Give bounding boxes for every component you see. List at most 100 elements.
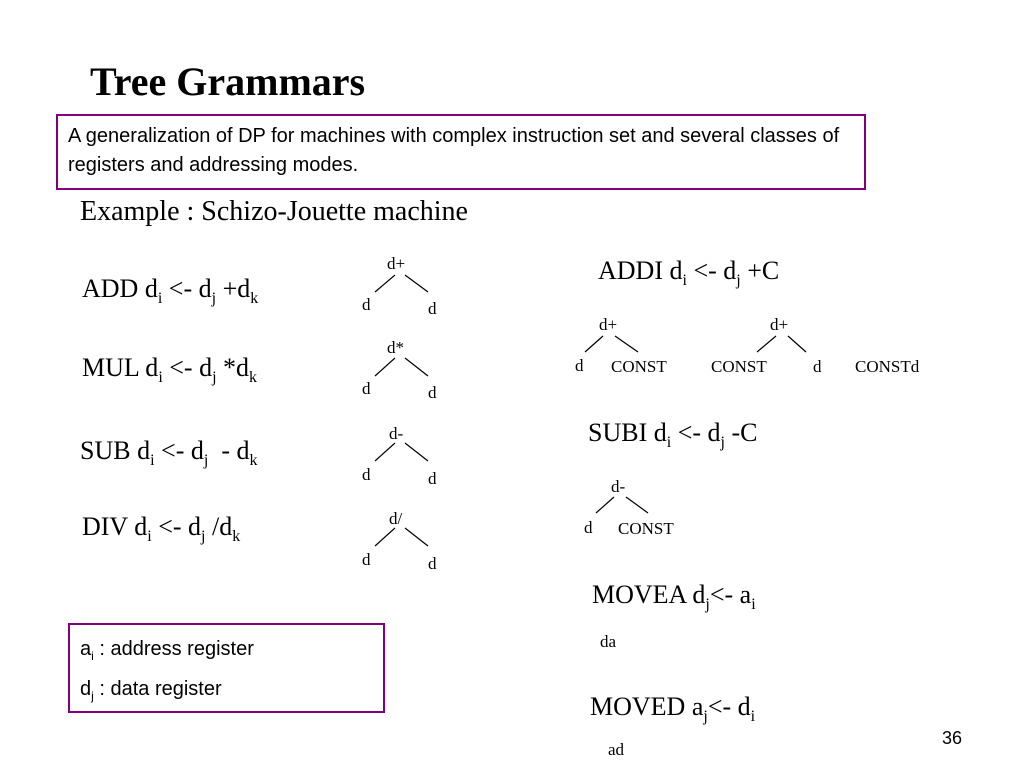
tree-sub-right: d [428,469,437,488]
instr-moved-op: MOVED a [590,692,704,721]
instr-mul-sub-k: k [249,369,258,387]
tree-addi1-right: CONST [611,357,667,376]
instr-add-sub-k: k [250,290,259,308]
tree-edge [595,496,615,514]
instr-mul-arrow: <- d [162,353,213,382]
instr-subi-arrow: <- d [671,418,721,447]
example-heading: Example : Schizo-Jouette machine [80,196,468,227]
tree-div-right: d [428,554,437,573]
instr-sub-sub-j: j [203,452,209,470]
tree-div-left: d [362,550,371,569]
instr-addi-sub-j: j [736,272,741,290]
tree-movea: da [600,632,617,651]
instr-mul-op: MUL d [82,353,159,382]
tree-edge [374,442,396,462]
tree-subi-left: d [584,518,593,537]
tree-addi2-left: CONST [711,357,767,376]
tree-edge [756,335,777,353]
tree-addi1-left: d [575,356,584,375]
tree-subi-root: d- [611,477,626,496]
instr-subi-sub-i: i [666,434,672,452]
tree-mul-left: d [362,379,371,398]
instr-sub-rest: - d [208,436,250,465]
slide-title: Tree Grammars [90,59,366,104]
instr-div-sub-i: i [147,528,152,546]
tree-edge [374,274,396,293]
instr-moved-sub-i: i [750,708,756,726]
instr-movea-op: MOVEA d [592,580,706,609]
legend-box: ai : address register dj : data register [68,623,385,713]
instr-movea-arrow: <- a [709,580,752,609]
instr-add-rest: +d [216,274,251,303]
instr-moved-sub-j: j [703,708,708,726]
instr-subi-rest: -C [724,418,758,447]
instr-div-arrow: <- d [151,512,202,541]
instruction-moved: MOVED aj<- di [590,692,755,726]
instr-add-op: ADD d [82,274,158,303]
tree-edge [374,357,396,377]
instr-subi-sub-j: j [720,434,725,452]
instr-div-op: DIV d [82,512,148,541]
legend-a-text: : address register [93,638,254,660]
instr-addi-rest: +C [740,256,780,285]
tree-add-right: d [428,299,437,318]
instruction-div: DIV di <- dj /dk [82,512,240,546]
instr-sub-sub-i: i [150,452,155,470]
tree-addi2-right: d [813,357,822,376]
instr-mul-sub-j: j [212,369,217,387]
tree-edge [625,496,649,514]
tree-edge [374,527,396,547]
instr-mul-sub-i: i [158,369,163,387]
instr-div-sub-j: j [201,528,206,546]
instr-subi-op: SUBI d [588,418,667,447]
instruction-addi: ADDI di <- dj +C [598,256,779,290]
instr-add-sub-i: i [157,290,163,308]
instruction-movea: MOVEA dj<- ai [592,580,756,614]
instr-sub-op: SUB d [80,436,151,465]
instruction-sub: SUB di <- dj - dk [80,436,257,470]
description-box: A generalization of DP for machines with… [56,114,866,190]
tree-edge [584,335,604,353]
tree-edge [404,357,429,377]
page-number: 36 [941,728,962,748]
tree-edge [787,335,807,353]
legend-a-symbol: a [80,638,92,660]
tree-edge [404,527,429,547]
instruction-mul: MUL di <- dj *dk [82,353,257,387]
legend-d-text: : data register [93,678,222,700]
tree-moved: ad [608,740,625,759]
description-text: A generalization of DP for machines with… [68,125,840,176]
tree-edge [404,274,429,293]
instruction-add: ADD di <- dj +dk [82,274,258,308]
tree-sub-root: d- [389,424,404,443]
tree-add-left: d [362,295,371,314]
tree-subi-right: CONST [618,519,674,538]
legend-address-register: ai : address register [80,629,373,669]
instr-mul-rest: *d [216,353,250,382]
tree-div-root: d/ [389,509,403,528]
tree-addi2-root: d+ [770,315,789,334]
tree-mul-right: d [428,383,437,402]
legend-d-subscript: j [91,689,94,703]
tree-edge [614,335,639,353]
instr-movea-sub-j: j [705,596,710,614]
instr-div-sub-k: k [232,528,241,546]
tree-sub-left: d [362,465,371,484]
instr-movea-sub-i: i [751,596,756,614]
instr-div-rest: /d [205,512,233,541]
tree-addi1-root: d+ [599,315,618,334]
instr-addi-op: ADDI d [598,256,683,285]
instr-sub-sub-k: k [249,452,258,470]
instr-addi-sub-i: i [682,272,687,290]
legend-a-subscript: i [91,649,94,663]
tree-edge [404,442,429,462]
tree-mul-root: d* [387,338,404,357]
tree-add-root: d+ [387,254,406,273]
instr-addi-arrow: <- d [686,256,737,285]
instr-add-sub-j: j [211,290,217,308]
instr-sub-arrow: <- d [154,436,204,465]
legend-data-register: dj : data register [80,669,373,709]
instr-add-arrow: <- d [162,274,212,303]
instr-moved-arrow: <- d [707,692,751,721]
tree-addi-extra: CONSTd [855,357,920,376]
